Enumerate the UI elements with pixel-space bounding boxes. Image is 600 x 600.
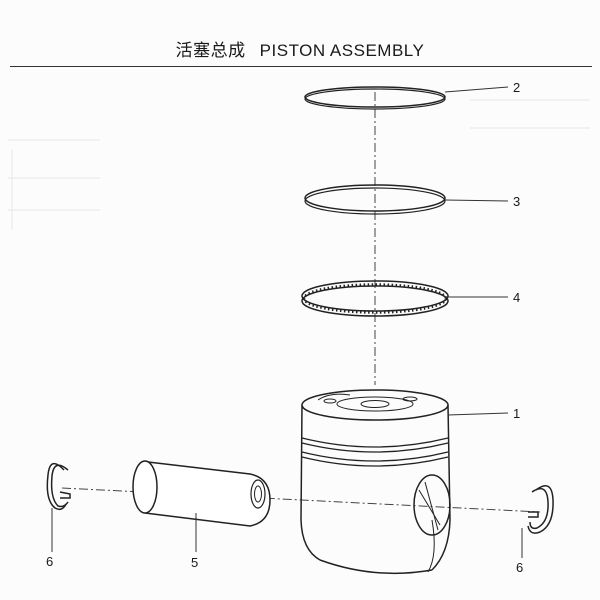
retaining-clip-left: [46, 462, 71, 511]
callout-clip-right: 6: [516, 560, 523, 575]
callout-ring-top: 2: [513, 80, 520, 95]
compression-ring-second: [304, 184, 446, 215]
background-bleed: [8, 99, 590, 230]
oil-control-ring: [301, 280, 449, 317]
title-english: PISTON ASSEMBLY: [259, 41, 425, 60]
callout-piston: 1: [513, 406, 520, 421]
piston: [300, 389, 451, 575]
callout-clip-left: 6: [46, 554, 53, 569]
title-chinese: 活塞总成: [175, 41, 246, 60]
title-rule: [10, 66, 592, 67]
retaining-clip-right: [527, 485, 554, 534]
page-title: 活塞总成 PISTON ASSEMBLY: [0, 36, 600, 61]
callout-oil-ring: 4: [513, 290, 520, 305]
compression-ring-top: [304, 86, 446, 110]
callout-pin: 5: [191, 555, 198, 570]
piston-pin: [132, 460, 271, 527]
callout-ring-second: 3: [513, 194, 520, 209]
leader-lines: [51, 86, 523, 558]
